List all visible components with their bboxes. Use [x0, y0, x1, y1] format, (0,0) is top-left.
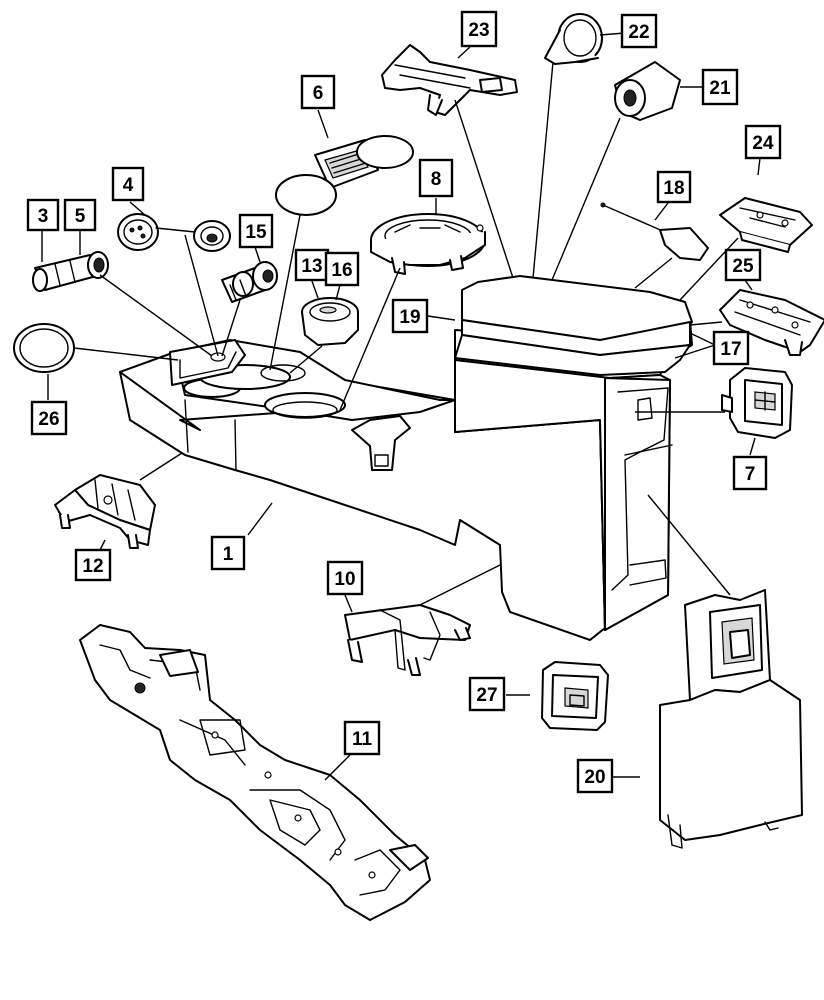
callout-25: 25	[724, 248, 762, 282]
callout-label: 27	[476, 685, 497, 706]
part-cylinder-21	[614, 61, 681, 121]
callout-16: 16	[324, 251, 360, 287]
part-bezel-27	[541, 661, 609, 731]
callout-8: 8	[418, 158, 454, 198]
part-socket-cover	[117, 213, 231, 252]
part-cap-13	[301, 297, 359, 346]
callout-19: 19	[391, 298, 429, 334]
part-switch-7	[721, 367, 793, 439]
part-hinge-arm-23	[381, 44, 518, 116]
callout-15: 15	[238, 213, 274, 249]
part-frame-11	[79, 624, 431, 921]
callout-label: 21	[709, 78, 731, 99]
part-console-body	[119, 275, 693, 641]
callout-label: 25	[732, 256, 754, 277]
callout-11: 11	[343, 720, 381, 756]
callout-label: 17	[720, 339, 741, 360]
part-power-socket	[221, 261, 278, 303]
callout-label: 4	[123, 175, 134, 196]
callout-18: 18	[656, 170, 692, 204]
callout-label: 13	[301, 256, 322, 277]
callout-label: 3	[38, 206, 49, 227]
callout-23: 23	[460, 10, 498, 48]
callout-label: 11	[352, 729, 373, 750]
callout-24: 24	[744, 124, 782, 160]
part-latch-24	[719, 197, 813, 253]
callout-6: 6	[300, 74, 336, 110]
part-bracket-12	[54, 474, 156, 549]
callout-label: 6	[313, 83, 324, 104]
callout-label: 18	[663, 178, 684, 199]
callout-label: 1	[223, 544, 234, 565]
callout-4: 4	[111, 166, 145, 202]
callout-label: 16	[331, 260, 352, 281]
callout-label: 26	[38, 409, 59, 430]
callout-label: 23	[468, 20, 489, 41]
part-latch-25	[719, 289, 824, 356]
callout-5: 5	[63, 198, 97, 232]
callout-13: 13	[294, 248, 330, 282]
callout-label: 24	[752, 133, 774, 154]
callout-label: 22	[628, 22, 649, 43]
callout-label: 15	[245, 222, 267, 243]
callout-label: 10	[334, 569, 355, 590]
leader-lines	[41, 32, 761, 781]
callout-3: 3	[26, 198, 60, 232]
callout-17: 17	[712, 330, 750, 366]
callout-22: 22	[620, 13, 658, 49]
part-rear-panel-20	[659, 589, 803, 849]
callout-label: 12	[82, 556, 103, 577]
part-bumper-22	[544, 13, 603, 65]
callout-1: 1	[210, 535, 246, 571]
callout-label: 5	[75, 206, 86, 227]
part-pin-18	[600, 202, 709, 261]
callout-10: 10	[326, 560, 364, 596]
callout-26: 26	[30, 400, 68, 436]
callout-21: 21	[701, 68, 739, 106]
callout-label: 20	[584, 767, 605, 788]
callout-label: 8	[431, 169, 442, 190]
part-bracket-10	[344, 604, 471, 676]
callout-27: 27	[468, 676, 506, 712]
part-bezel-plate	[275, 135, 414, 216]
part-cigar-lighter	[32, 251, 109, 292]
callout-7: 7	[732, 455, 768, 491]
part-cupholder-ring	[370, 213, 486, 275]
callout-12: 12	[74, 548, 112, 582]
callout-20: 20	[576, 758, 614, 794]
callout-label: 19	[399, 307, 420, 328]
part-ring-seal	[13, 323, 75, 373]
callout-label: 7	[745, 464, 756, 485]
